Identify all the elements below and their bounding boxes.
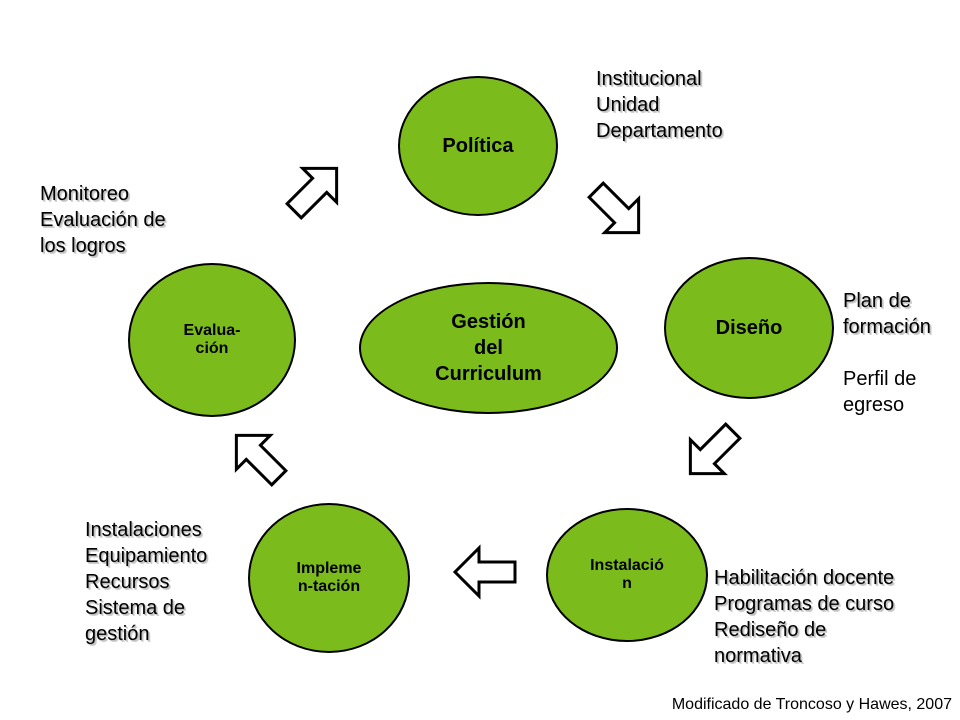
arrow-evaluacion-to-politica	[285, 166, 339, 220]
note-diseno-perfil: Perfil de egreso	[843, 368, 917, 416]
node-diseno-label: Diseño	[715, 316, 783, 339]
note-diseno: Plan de formación Perfil de egreso	[843, 262, 931, 444]
node-instalacion: Instalació n	[546, 508, 708, 642]
node-center-gestion: Gestión del Curriculum	[359, 282, 618, 414]
note-politica: Institucional Unidad Departamento	[596, 68, 723, 142]
arrow-politica-to-diseno	[587, 181, 641, 235]
arrow-instalacion-to-implementacion	[452, 544, 517, 600]
node-instalacion-label: Instalació n	[590, 557, 664, 592]
source-credit: Modificado de Troncoso y Hawes, 2007	[671, 696, 952, 713]
node-evaluacion-label: Evalua- ción	[183, 322, 241, 357]
node-implementacion-label: Impleme n-tación	[296, 560, 362, 595]
arrow-implementacion-to-evaluacion	[234, 433, 288, 487]
note-diseno-plan: Plan de formación	[843, 290, 931, 338]
node-politica-label: Política	[442, 134, 514, 157]
note-implementacion: Instalaciones Equipamiento Recursos Sist…	[85, 519, 208, 645]
note-instalacion: Habilitación docente Programas de curso …	[714, 567, 895, 667]
node-implementacion: Impleme n-tación	[248, 503, 410, 653]
note-evaluacion: Monitoreo Evaluación de los logros	[40, 183, 166, 257]
arrow-diseno-to-instalacion	[688, 422, 742, 476]
node-evaluacion: Evalua- ción	[128, 263, 296, 417]
center-label: Gestión del Curriculum	[435, 311, 542, 385]
node-politica: Política	[398, 76, 558, 216]
node-diseno: Diseño	[664, 257, 834, 399]
